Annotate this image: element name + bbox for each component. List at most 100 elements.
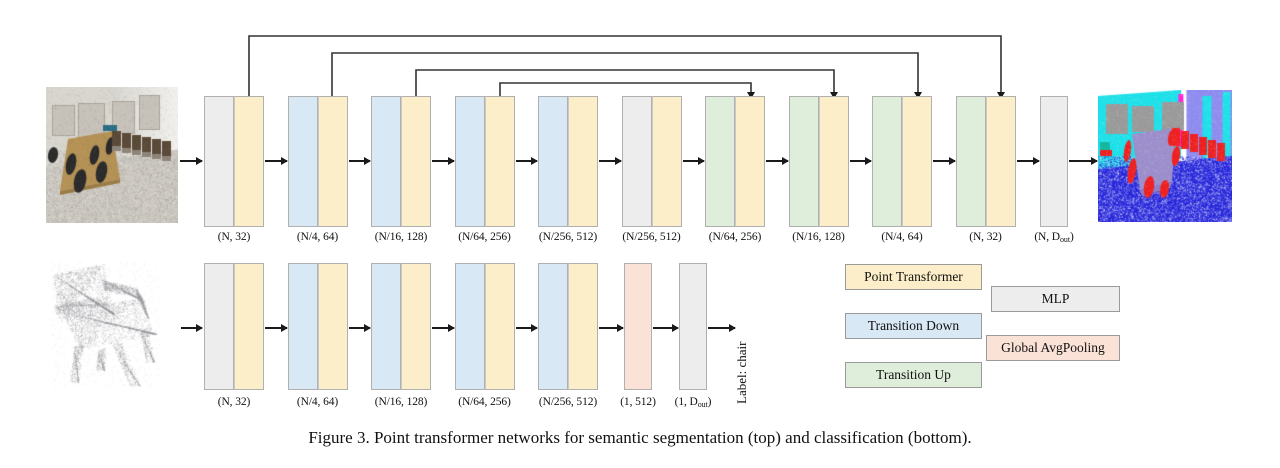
- stage-half-mlp: [679, 263, 707, 390]
- stage-half-transition-down: [287, 96, 318, 227]
- stage-half-global-avgpooling: [624, 263, 652, 390]
- arrow-stage-0-to-1: [265, 323, 287, 332]
- stage-half-transition-up: [788, 96, 819, 227]
- stage-block: [204, 96, 264, 227]
- stage-block: [705, 96, 765, 227]
- stage-half-point-transformer: [317, 263, 348, 390]
- stage-half-transition-down: [454, 263, 485, 390]
- stage-dimension-label: (N/4, 64): [296, 396, 339, 408]
- arrow-stage-6-to-7: [766, 156, 788, 165]
- arrow-stage-7-to-8: [849, 156, 872, 165]
- legend-item-label: Transition Down: [867, 318, 960, 333]
- stage-half-mlp: [1040, 96, 1068, 227]
- stage-block: [371, 263, 431, 390]
- stage-dimension-label: (N/4, 64): [296, 231, 339, 243]
- stage-block: [371, 96, 431, 227]
- arrow-input-to-stage-0: [181, 323, 203, 332]
- stage-dimension-label: (N, 32): [217, 396, 251, 408]
- output-segmentation-image: [1098, 90, 1232, 222]
- legend-item-label: Global AvgPooling: [1001, 340, 1105, 355]
- stage-half-point-transformer: [484, 263, 515, 390]
- stage-half-transition-down: [371, 96, 401, 227]
- arrow-stage-2-to-3: [432, 156, 454, 165]
- stage-half-mlp: [621, 96, 652, 227]
- arrow-stage-8-to-9: [933, 156, 955, 165]
- arrow-stage-6-to-label: [708, 323, 736, 332]
- arrow-stage-1-to-2: [348, 323, 371, 332]
- legend-item-label: MLP: [1041, 291, 1070, 306]
- arrow-stage-10-to-output: [1069, 156, 1098, 165]
- stage-half-point-transformer: [735, 96, 765, 227]
- stage-dimension-label: (N/16, 128): [374, 231, 428, 243]
- stage-dimension-label: (1, 512): [620, 396, 656, 408]
- legend-item-transition-down: Transition Down: [845, 313, 982, 339]
- stage-dimension-label: (N/16, 128): [374, 396, 428, 408]
- stage-half-transition-up: [705, 96, 735, 227]
- arrow-input-to-stage-0: [180, 156, 203, 165]
- stage-block: [454, 263, 515, 390]
- stage-half-point-transformer: [568, 96, 598, 227]
- stage-block: [287, 96, 348, 227]
- legend-item-point-transformer: Point Transformer: [845, 264, 982, 290]
- stage-half-transition-down: [538, 96, 568, 227]
- arrow-stage-3-to-4: [515, 323, 538, 332]
- stage-block: [624, 263, 652, 390]
- legend-item-transition-up: Transition Up: [845, 362, 982, 388]
- stage-half-point-transformer: [651, 96, 682, 227]
- arrow-stage-2-to-3: [432, 323, 454, 332]
- stage-dimension-label: (N/64, 256): [458, 396, 511, 408]
- stage-half-transition-up: [955, 96, 986, 227]
- stage-half-mlp: [204, 96, 234, 227]
- stage-block: [1040, 96, 1068, 227]
- stage-half-point-transformer: [902, 96, 932, 227]
- stage-half-point-transformer: [234, 96, 264, 227]
- arrow-stage-5-to-6: [653, 323, 679, 332]
- stage-half-point-transformer: [317, 96, 348, 227]
- stage-block: [679, 263, 707, 390]
- arrow-stage-1-to-2: [348, 156, 371, 165]
- legend-item-label: Transition Up: [876, 367, 951, 382]
- stage-dimension-label: (N, 32): [217, 231, 251, 243]
- stage-dimension-label: (N/256, 512): [622, 231, 681, 243]
- stage-dimension-label: (N/64, 256): [458, 231, 511, 243]
- stage-block: [872, 96, 932, 227]
- stage-block: [454, 96, 515, 227]
- stage-dimension-label: (1, Dout): [674, 396, 712, 409]
- legend-item-label: Point Transformer: [864, 269, 963, 284]
- stage-half-point-transformer: [568, 263, 598, 390]
- stage-half-transition-down: [454, 96, 485, 227]
- stage-block: [621, 96, 682, 227]
- arrow-stage-5-to-6: [682, 156, 705, 165]
- stage-half-transition-down: [538, 263, 568, 390]
- stage-half-transition-down: [371, 263, 401, 390]
- stage-half-point-transformer: [234, 263, 264, 390]
- figure-caption: Figure 3. Point transformer networks for…: [308, 428, 972, 447]
- stage-half-mlp: [204, 263, 234, 390]
- stage-dimension-label: (N/64, 256): [708, 231, 762, 243]
- arrow-stage-3-to-4: [515, 156, 538, 165]
- stage-block: [788, 96, 849, 227]
- classification-output-label: Label: chair: [734, 341, 749, 404]
- stage-block: [538, 263, 598, 390]
- stage-dimension-label: (N, Dout): [1034, 231, 1074, 244]
- stage-block: [287, 263, 348, 390]
- stage-dimension-label: (N/256, 512): [538, 231, 598, 243]
- arrow-stage-0-to-1: [265, 156, 287, 165]
- stage-dimension-label: (N/256, 512): [538, 396, 598, 408]
- stage-block: [955, 96, 1016, 227]
- stage-half-point-transformer: [401, 263, 431, 390]
- stage-block: [538, 96, 598, 227]
- input-scene-image: [46, 87, 178, 223]
- stage-dimension-label: (N, 32): [969, 231, 1002, 243]
- stage-half-point-transformer: [401, 96, 431, 227]
- input-chair-pointcloud-image: [44, 258, 184, 390]
- stage-half-point-transformer: [484, 96, 515, 227]
- legend-item-mlp: MLP: [991, 286, 1120, 312]
- skip-connections: [248, 35, 1005, 99]
- stage-half-point-transformer: [985, 96, 1016, 227]
- arrow-stage-4-to-5: [599, 323, 624, 332]
- stage-half-transition-down: [287, 263, 318, 390]
- stage-dimension-label: (N/4, 64): [881, 231, 923, 243]
- stage-half-point-transformer: [818, 96, 849, 227]
